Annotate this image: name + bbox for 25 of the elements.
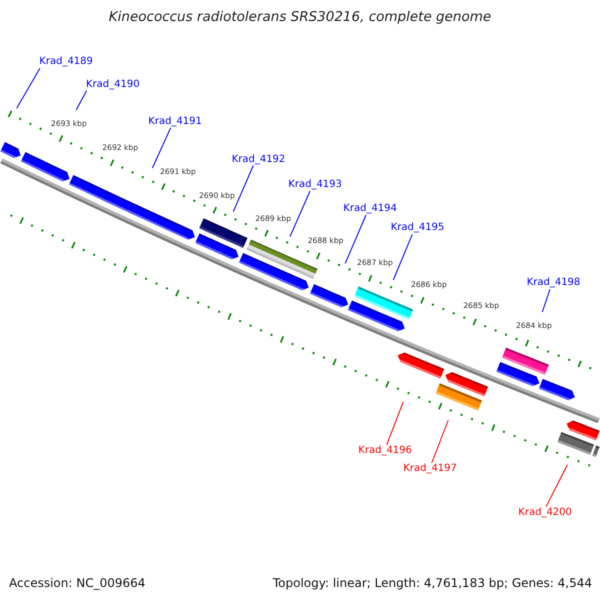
leader-line (392, 234, 413, 280)
leader-line (152, 127, 172, 168)
leader-line (386, 401, 404, 446)
gene-label: Krad_4189 (39, 56, 93, 68)
leader-line (431, 420, 449, 464)
leader-line (290, 190, 310, 238)
leader-line (76, 90, 88, 110)
leader-line (16, 68, 40, 109)
gene-label: Krad_4200 (518, 506, 572, 519)
leader-line (344, 214, 366, 264)
genome-summary-text: Topology: linear; Length: 4,761,183 bp; Genes: 4,544 (272, 576, 592, 590)
gene-label: Krad_4195 (390, 222, 444, 234)
gene-label: Krad_4197 (403, 463, 457, 475)
gene-label: Krad_4190 (86, 78, 140, 91)
gene-label: Krad_4196 (358, 444, 412, 457)
gene-label: Krad_4193 (288, 179, 342, 191)
leader-line (542, 288, 550, 312)
leader-line (546, 464, 568, 508)
accession-text: Accession: NC_009664 (9, 576, 146, 590)
gene-label: Krad_4194 (343, 203, 397, 215)
title: Kineococcus radiotolerans SRS30216, complete genome (108, 9, 492, 26)
leader-line (232, 165, 254, 212)
gene-label: Krad_4191 (148, 116, 202, 128)
gene-label: Krad_4192 (232, 154, 286, 166)
gene-label: Krad_4198 (526, 277, 580, 290)
